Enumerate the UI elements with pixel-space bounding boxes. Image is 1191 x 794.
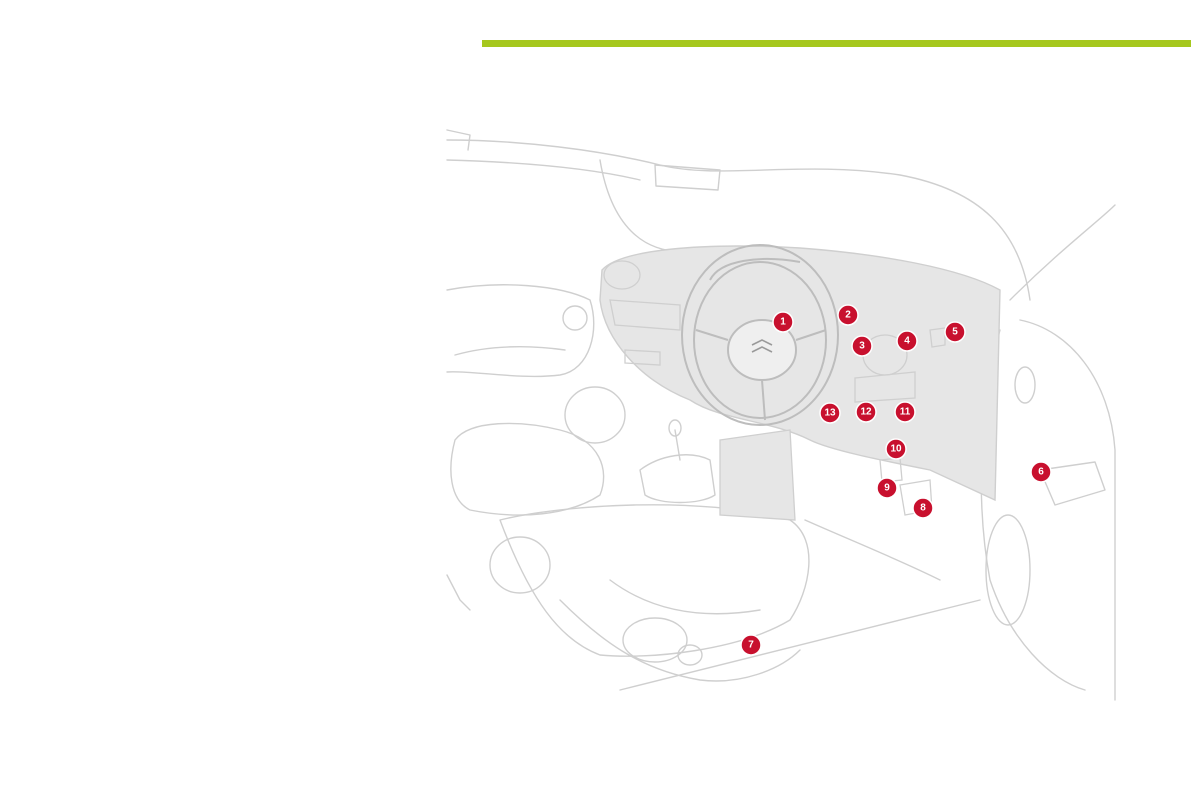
callout-7: 7 — [741, 635, 761, 655]
svg-text:10: 10 — [890, 444, 902, 455]
svg-text:7: 7 — [748, 640, 754, 651]
callout-3: 3 — [852, 336, 872, 356]
callout-9: 9 — [877, 478, 897, 498]
svg-text:8: 8 — [920, 503, 926, 514]
svg-text:6: 6 — [1038, 467, 1044, 478]
callout-13: 13 — [820, 403, 840, 423]
svg-text:4: 4 — [904, 336, 910, 347]
callout-4: 4 — [897, 331, 917, 351]
svg-text:2: 2 — [845, 310, 851, 321]
svg-text:1: 1 — [780, 317, 786, 328]
car-interior-illustration: 1 2 3 4 5 6 7 8 9 10 11 12 — [440, 125, 1120, 705]
callout-1: 1 — [773, 312, 793, 332]
svg-text:3: 3 — [859, 341, 865, 352]
header-accent-rule — [482, 40, 1191, 47]
callout-11: 11 — [895, 402, 915, 422]
svg-text:13: 13 — [824, 408, 836, 419]
callout-10: 10 — [886, 439, 906, 459]
svg-text:12: 12 — [860, 407, 872, 418]
svg-text:5: 5 — [952, 327, 958, 338]
svg-text:11: 11 — [900, 407, 911, 418]
callout-6: 6 — [1031, 462, 1051, 482]
svg-text:9: 9 — [884, 483, 890, 494]
callout-12: 12 — [856, 402, 876, 422]
callout-5: 5 — [945, 322, 965, 342]
callout-2: 2 — [838, 305, 858, 325]
callout-8: 8 — [913, 498, 933, 518]
